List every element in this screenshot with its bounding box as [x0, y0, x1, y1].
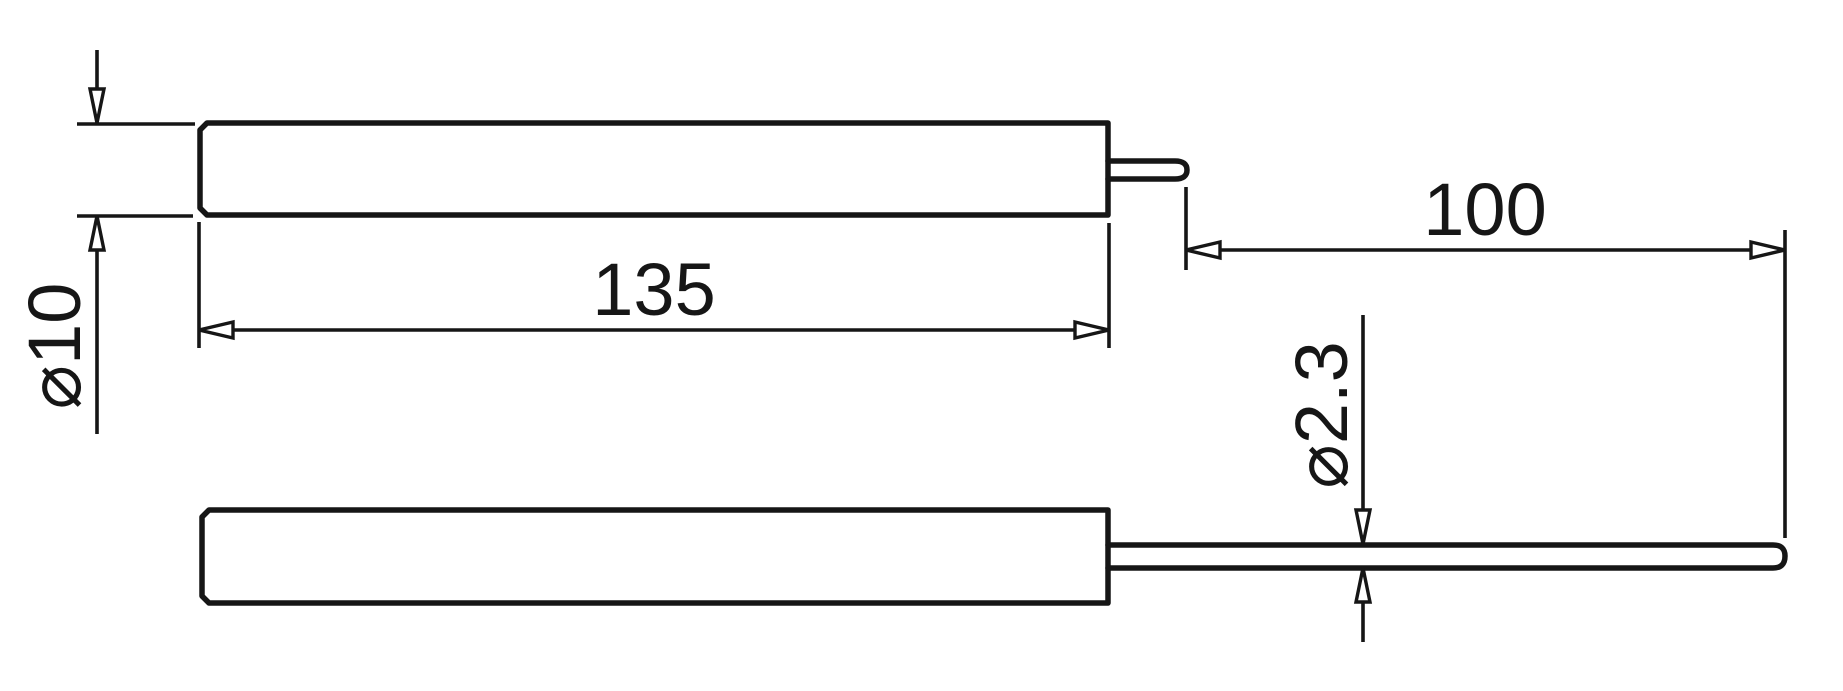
body-side-view [197, 120, 1190, 218]
arrow-down-icon [87, 87, 107, 124]
dimension-body-diameter: ⌀10 [13, 50, 195, 434]
arrow-left-icon [198, 319, 235, 341]
dimension-label-body-diameter: ⌀10 [13, 283, 96, 410]
arrow-down-icon [1353, 508, 1373, 545]
arrow-right-icon [1073, 319, 1110, 341]
dimension-rod-diameter: ⌀2.3 [1280, 315, 1373, 642]
arrow-left-icon [1185, 239, 1222, 261]
dimension-label-rod-diameter: ⌀2.3 [1280, 341, 1363, 488]
dimension-rod-tip-distance: 100 [1184, 168, 1787, 538]
cylinder-body-outline [197, 120, 1111, 218]
arrow-up-icon [87, 215, 107, 252]
cylinder-body-outline-bottom [199, 507, 1111, 606]
arrow-up-icon [1353, 567, 1373, 604]
arrow-right-icon [1749, 239, 1786, 261]
dimension-label-rod-tip-distance: 100 [1423, 168, 1546, 251]
dimension-label-body-length: 135 [592, 248, 715, 331]
rod-side-view [199, 507, 1788, 606]
rod-outline [1105, 542, 1788, 571]
dimension-body-length: 135 [197, 222, 1111, 348]
connector-stub-outline [1105, 158, 1190, 182]
